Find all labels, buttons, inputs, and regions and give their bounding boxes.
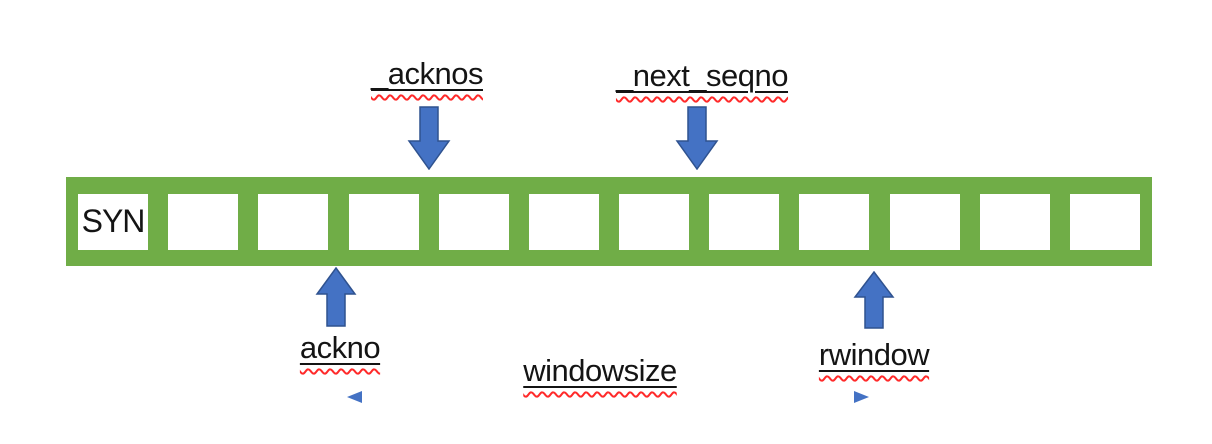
acknos-down-arrow-icon <box>407 106 451 170</box>
buffer-cell <box>258 193 329 250</box>
ackno-label-text: ackno <box>299 330 381 365</box>
next-seqno-label-text: _next_seqno <box>615 58 789 93</box>
buffer-cell <box>979 193 1050 250</box>
next-seqno-down-arrow-icon <box>675 106 719 170</box>
next-seqno-label: _next_seqno <box>615 58 789 94</box>
buffer-bar: SYN <box>66 177 1152 266</box>
buffer-cell <box>889 193 960 250</box>
buffer-cell-text: SYN <box>81 203 146 239</box>
rwindow-up-arrow-icon <box>853 271 895 329</box>
buffer-cell <box>528 193 599 250</box>
acknos-label-text: _acknos <box>371 56 483 91</box>
ackno-label: ackno <box>299 330 381 366</box>
rwindow-label: rwindow <box>818 337 930 373</box>
windowsize-label: windowsize <box>523 353 677 389</box>
acknos-label: _acknos <box>371 56 483 92</box>
buffer-cell <box>1069 193 1140 250</box>
buffer-cell <box>438 193 509 250</box>
buffer-cell <box>799 193 870 250</box>
rwindow-label-text: rwindow <box>818 337 930 372</box>
buffer-cell <box>168 193 239 250</box>
buffer-cell <box>709 193 780 250</box>
buffer-cell <box>348 193 419 250</box>
buffer-cell: SYN <box>78 193 148 250</box>
windowsize-range-arrow-icon <box>347 391 869 403</box>
buffer-cell <box>619 193 690 250</box>
ackno-up-arrow-icon <box>315 267 357 327</box>
windowsize-label-text: windowsize <box>523 353 677 388</box>
